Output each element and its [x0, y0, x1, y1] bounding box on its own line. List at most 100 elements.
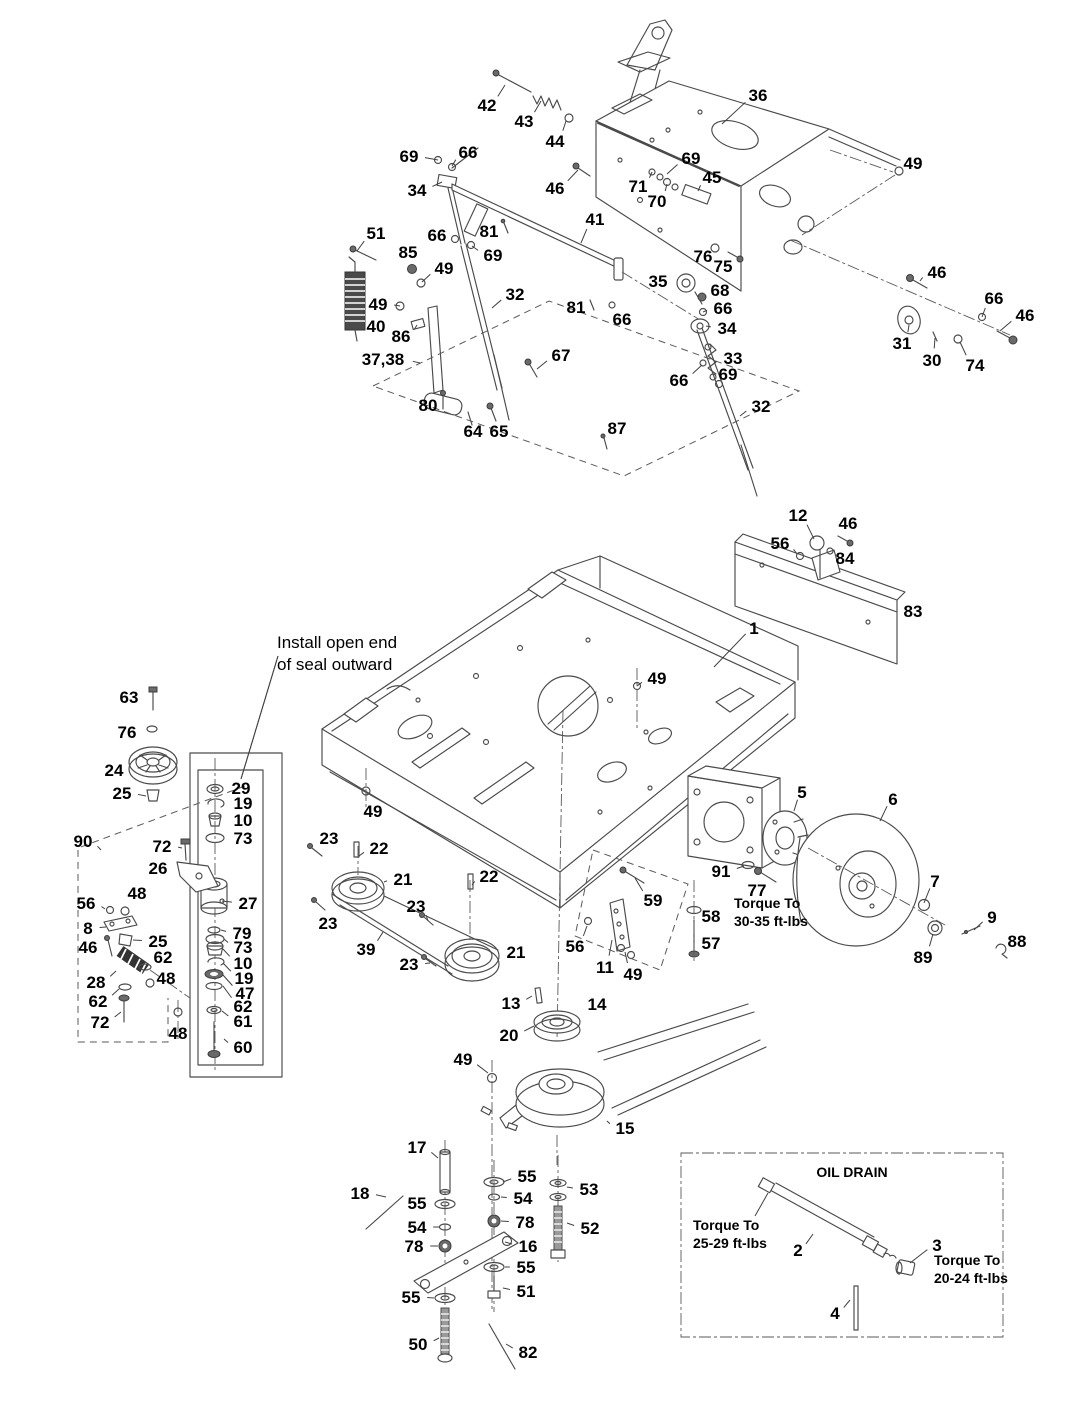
callout-leader-51 [356, 240, 365, 252]
callout-leader-4 [843, 1299, 851, 1308]
part-callout-31: 31 [893, 334, 912, 353]
part-callout-90: 90 [74, 832, 93, 851]
bottom-hardware-art [365, 1140, 567, 1370]
callout-leader-62 [222, 985, 232, 999]
part-callout-69: 69 [400, 147, 419, 166]
part-callout-67: 67 [552, 346, 571, 365]
callout-leader-18 [375, 1194, 387, 1198]
part-callout-53: 53 [580, 1180, 599, 1199]
callout-leader-53 [566, 1186, 573, 1189]
part-callout-1: 1 [749, 619, 758, 638]
part-callout-86: 86 [392, 327, 411, 346]
callout-leader-3 [909, 1249, 928, 1264]
callout-leader-61 [221, 1010, 229, 1017]
clutch-drive-art [480, 987, 767, 1310]
part-callout-37,38: 37,38 [362, 350, 405, 369]
callout-leader-9 [973, 921, 983, 931]
part-callout-58: 58 [702, 907, 721, 926]
oil-drain-inset-art [680, 1152, 1004, 1338]
callout-leader-56 [793, 549, 798, 555]
part-callout-41: 41 [586, 210, 605, 229]
part-callout-51: 51 [367, 224, 386, 243]
callout-leader-16 [504, 1241, 513, 1245]
part-callout-46: 46 [546, 179, 565, 198]
callout-leader-12 [806, 524, 815, 540]
part-callout-49: 49 [369, 295, 388, 314]
part-callout-8: 8 [83, 919, 92, 938]
part-callout-32: 32 [752, 397, 771, 416]
part-callout-78: 78 [405, 1237, 424, 1256]
callout-leader-13 [526, 995, 533, 1000]
callout-leader-74 [959, 341, 967, 356]
part-callout-57: 57 [702, 934, 721, 953]
callout-leader-11 [608, 939, 613, 956]
part-callout-78: 78 [516, 1213, 535, 1232]
part-callout-3: 3 [932, 1236, 941, 1255]
part-callout-4: 4 [830, 1304, 840, 1323]
callout-leader-43 [534, 100, 542, 113]
callout-leader-30 [933, 337, 936, 349]
part-callout-30: 30 [923, 351, 942, 370]
bellcrank-knob-art [648, 166, 1018, 497]
part-callout-55: 55 [408, 1194, 427, 1213]
part-callout-28: 28 [87, 973, 106, 992]
part-callout-66: 66 [714, 299, 733, 318]
upper-frame-36-art [595, 19, 1011, 336]
part-callout-42: 42 [478, 96, 497, 115]
callout-leader-32 [491, 299, 502, 309]
part-callout-82: 82 [519, 1343, 538, 1362]
part-callout-66: 66 [428, 226, 447, 245]
callout-leader-2 [805, 1233, 814, 1245]
callout-leader-79 [220, 929, 227, 932]
part-callout-88: 88 [1008, 932, 1027, 951]
callout-leader-49 [476, 1064, 489, 1074]
callout-leader-7 [923, 888, 931, 904]
callout-leader-49 [421, 273, 431, 283]
part-callout-2: 2 [793, 1241, 802, 1260]
callout-leader-31 [907, 324, 910, 333]
callout-leader-69 [471, 245, 479, 251]
callout-leader-72 [178, 846, 183, 849]
part-callout-13: 13 [502, 994, 521, 1013]
part-callout-46: 46 [839, 514, 858, 533]
lift-linkage-art [344, 69, 801, 477]
deck-1-art [321, 555, 799, 1041]
callout-leader-50 [433, 1337, 440, 1342]
callout-leader-5 [793, 799, 798, 812]
part-callout-89: 89 [914, 948, 933, 967]
callout-leader-60 [223, 1038, 229, 1043]
callout-leader-86 [413, 324, 418, 330]
part-callout-71: 71 [629, 177, 648, 196]
callout-leader-28 [109, 970, 117, 977]
callout-leader-23 [425, 914, 429, 922]
part-callout-79: 79 [233, 924, 252, 943]
callout-leader-52 [566, 1222, 575, 1226]
part-callout-55: 55 [517, 1258, 536, 1277]
part-callout-34: 34 [408, 181, 427, 200]
part-callout-16: 16 [519, 1237, 538, 1256]
callout-leader-46 [999, 320, 1012, 332]
part-callout-76: 76 [118, 723, 137, 742]
hanger-bracket-11-art [574, 849, 702, 971]
part-callout-23: 23 [400, 955, 419, 974]
callout-leader-69 [666, 164, 678, 175]
part-callout-62: 62 [154, 948, 173, 967]
part-callout-26: 26 [149, 859, 168, 878]
part-callout-39: 39 [357, 940, 376, 959]
part-callout-18: 18 [351, 1184, 370, 1203]
part-callout-40: 40 [367, 317, 386, 336]
part-callout-7: 7 [930, 872, 939, 891]
callout-leader-34 [705, 325, 711, 328]
part-callout-14: 14 [588, 995, 607, 1014]
part-callout-22: 22 [480, 867, 499, 886]
part-callout-56: 56 [77, 894, 96, 913]
part-callout-56: 56 [771, 534, 790, 553]
part-callout-84: 84 [836, 549, 855, 568]
part-callout-73: 73 [234, 829, 253, 848]
annotation-oil-drain-title: OIL DRAIN [816, 1164, 887, 1180]
part-callout-49: 49 [364, 802, 383, 821]
callout-leader-89 [928, 933, 934, 947]
part-callout-21: 21 [507, 943, 526, 962]
